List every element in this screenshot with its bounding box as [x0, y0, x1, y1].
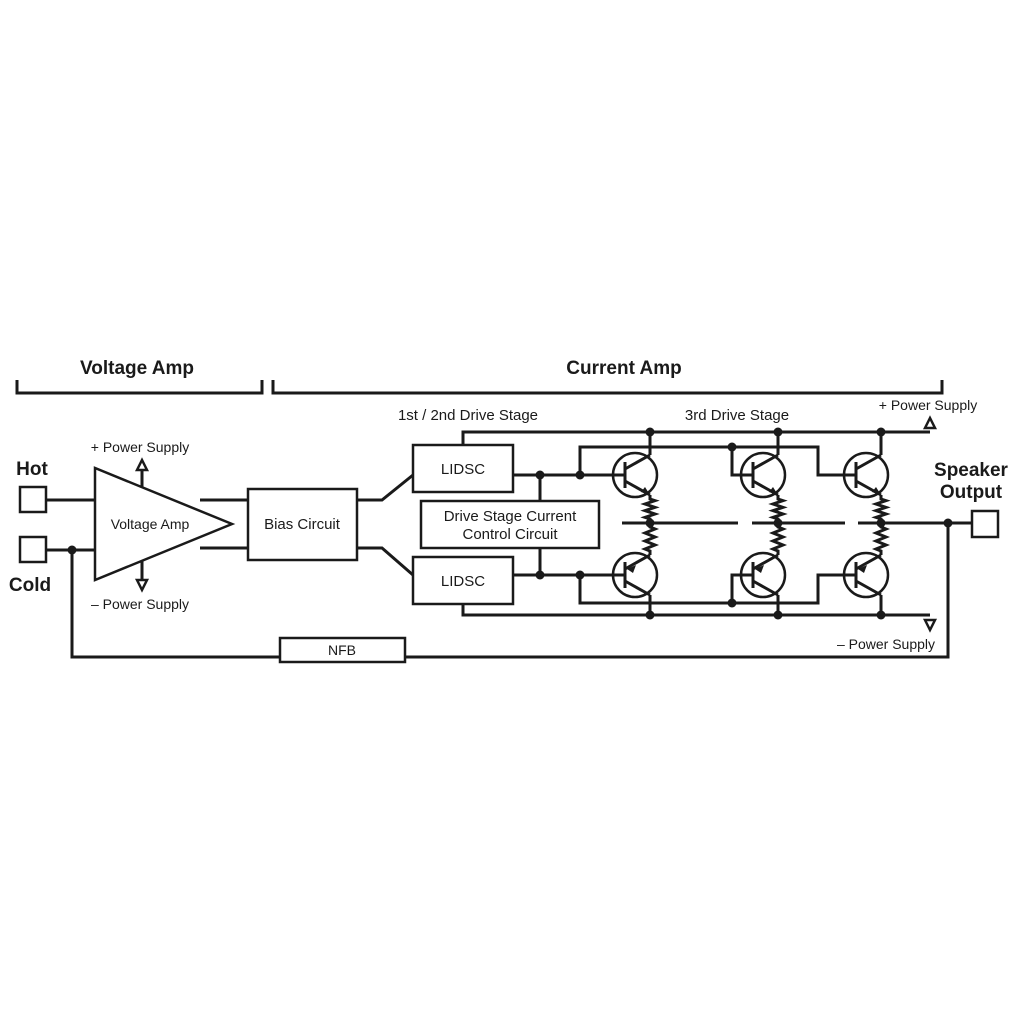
hot-label: Hot: [16, 459, 48, 480]
junction-dot: [943, 518, 953, 528]
arrow-up-icon: [134, 457, 150, 472]
cold-terminal[interactable]: [18, 535, 48, 564]
junction-dot: [575, 470, 585, 480]
bias-circuit-block: [246, 487, 359, 562]
current-amp-bracket: [271, 380, 944, 395]
section-current-amp: Current Amp: [566, 358, 681, 379]
section-voltage-amp: Voltage Amp: [80, 358, 194, 379]
junction-dot: [67, 545, 77, 555]
output-label: Output: [940, 482, 1003, 503]
resistor-icon: [871, 495, 891, 523]
junction-dot: [773, 427, 783, 437]
junction-dot: [535, 470, 545, 480]
voltage-amp-triangle: [93, 466, 236, 582]
speaker-output-terminal[interactable]: [970, 509, 1000, 539]
bias-circuit-label: Bias Circuit: [264, 516, 341, 533]
arrow-down-icon: [134, 578, 150, 593]
junction-dot: [727, 442, 737, 452]
ca-plus-supply: + Power Supply: [879, 397, 977, 413]
label-drive-stage-3: 3rd Drive Stage: [685, 407, 789, 424]
junction-dot: [535, 570, 545, 580]
pnp-transistor-icon: [842, 551, 890, 599]
junction-dots: [67, 427, 953, 620]
va-minus-supply: – Power Supply: [91, 596, 189, 612]
pnp-transistor-icon: [611, 551, 659, 599]
junction-dot: [773, 610, 783, 620]
resistor-icon: [640, 523, 660, 555]
lidsc-bottom-label: LIDSC: [441, 573, 485, 590]
lidsc-top-block: [411, 443, 515, 494]
pnp-transistor-icon: [739, 551, 787, 599]
junction-dot: [575, 570, 585, 580]
junction-dot: [645, 427, 655, 437]
voltage-amp-bracket: [15, 380, 264, 395]
arrow-down-icon: [922, 618, 938, 633]
drive-stage-current-control-block: [419, 499, 601, 550]
hot-terminal[interactable]: [18, 485, 48, 514]
resistor-icon: [871, 523, 891, 555]
npn-transistor-icon: [739, 451, 787, 499]
lidsc-bottom-block: [411, 555, 515, 606]
npn-transistor-icon: [611, 451, 659, 499]
resistor-icon: [640, 495, 660, 523]
junction-dot: [727, 598, 737, 608]
ca-minus-supply: – Power Supply: [837, 636, 935, 652]
label-drive-stage-12: 1st / 2nd Drive Stage: [398, 407, 538, 424]
dscc-label-2: Control Circuit: [462, 526, 558, 543]
junction-dot: [645, 518, 655, 528]
resistor-icon: [768, 523, 788, 555]
junction-dot: [876, 610, 886, 620]
npn-transistor-icon: [842, 451, 890, 499]
voltage-amp-label: Voltage Amp: [111, 516, 190, 532]
arrow-up-icon: [922, 415, 938, 430]
nfb-block: [278, 636, 407, 664]
resistor-icon: [768, 495, 788, 523]
junction-dot: [876, 427, 886, 437]
junction-dot: [773, 518, 783, 528]
cold-label: Cold: [9, 575, 51, 596]
va-plus-supply: + Power Supply: [91, 439, 189, 455]
dscc-label-1: Drive Stage Current: [444, 508, 577, 525]
nfb-label: NFB: [328, 642, 356, 658]
output-transistors: [611, 451, 891, 599]
junction-dot: [876, 518, 886, 528]
speaker-label: Speaker: [934, 460, 1009, 481]
junction-dot: [645, 610, 655, 620]
lidsc-top-label: LIDSC: [441, 461, 485, 478]
